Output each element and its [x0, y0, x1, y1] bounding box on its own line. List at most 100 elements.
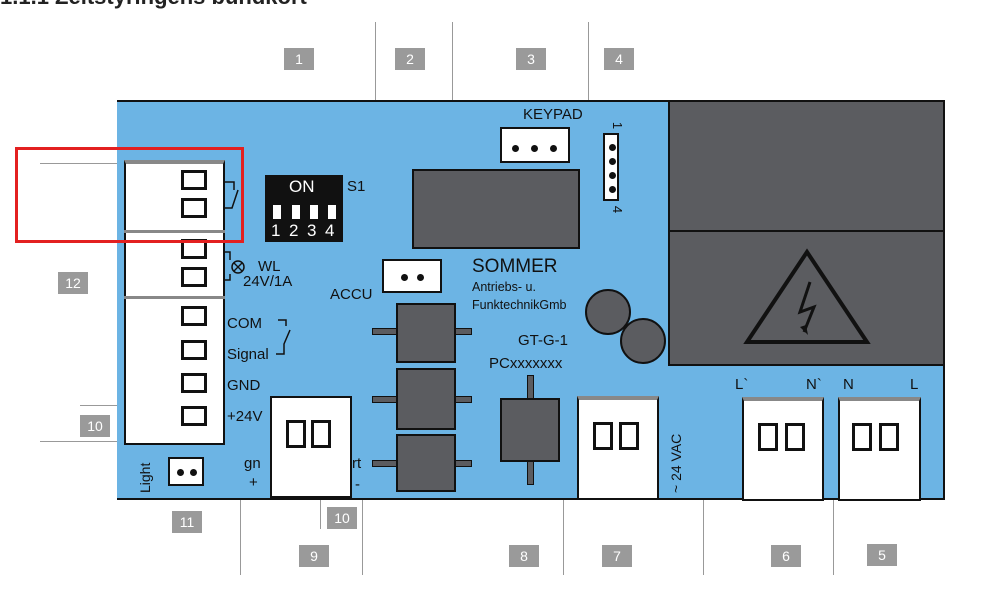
relay: [396, 368, 456, 430]
n-label: N: [843, 376, 854, 393]
terminal-label-com: COM: [227, 315, 262, 332]
terminal-block-7: [577, 396, 659, 500]
leader-line: [80, 405, 120, 406]
leader-line: [40, 163, 120, 164]
relay-contact-icon: [224, 181, 245, 281]
keypad-label: KEYPAD: [523, 106, 583, 123]
model-label: GT-G-1: [518, 332, 569, 349]
minus-label: -: [355, 476, 360, 493]
leader-line: [240, 497, 241, 575]
dip-toggle[interactable]: [273, 205, 281, 219]
terminal-label-signal: Signal: [227, 346, 269, 363]
leader-line: [452, 22, 453, 100]
terminal-screw[interactable]: [852, 423, 872, 451]
wl-label: WL: [258, 258, 281, 275]
keypad-connector[interactable]: [500, 127, 570, 163]
dip-number: 3: [307, 221, 317, 240]
high-voltage-block: [668, 230, 945, 366]
heading: 1.1.1 Zeitstyringens bundkort: [0, 0, 307, 10]
terminal-screw[interactable]: [286, 420, 306, 448]
callout-10: 10: [80, 415, 110, 437]
plus-label: +: [249, 474, 258, 491]
rt-label: rt: [352, 455, 362, 472]
terminal-label-24v: +24V: [227, 408, 263, 425]
brand-line3: FunktechnikGmb: [472, 298, 567, 312]
leader-line: [320, 497, 321, 529]
dip-toggle[interactable]: [328, 205, 336, 219]
terminal-block-9: [270, 396, 352, 498]
dip-number: 1: [271, 221, 281, 240]
callout-9: 9: [299, 545, 329, 567]
terminal-screw[interactable]: [879, 423, 899, 451]
dip-number: 4: [325, 221, 335, 240]
vac-label: ~ 24 VAC: [668, 433, 684, 493]
l-label: L: [910, 376, 919, 393]
callout-3: 3: [516, 48, 546, 70]
relay: [500, 398, 560, 462]
accu-label: ACCU: [330, 286, 373, 303]
dip-toggle[interactable]: [310, 205, 318, 219]
callout-5: 5: [867, 544, 897, 566]
highlight-box: [15, 147, 244, 243]
callout-2: 2: [395, 48, 425, 70]
terminal-block-5: [838, 397, 921, 501]
signal-switch-icon: [276, 319, 291, 355]
dip-s1-label: S1: [347, 178, 366, 195]
pin-4-label: 4: [610, 205, 626, 214]
callout-8: 8: [509, 545, 539, 567]
pin-1-label: 1: [610, 121, 626, 130]
l-prime-label: L`: [735, 376, 749, 393]
leader-line: [588, 22, 589, 100]
light-label: Light: [137, 462, 153, 493]
dip-number: 2: [289, 221, 299, 240]
terminal-screw[interactable]: [181, 406, 207, 426]
terminal-screw[interactable]: [758, 423, 778, 451]
terminal-screw[interactable]: [593, 422, 613, 450]
terminal-screw[interactable]: [181, 267, 207, 287]
callout-10b: 10: [327, 507, 357, 529]
four-pin-connector[interactable]: [603, 133, 619, 201]
terminal-screw[interactable]: [181, 306, 207, 326]
wl-rating: 24V/1A: [243, 273, 293, 290]
leader-line: [375, 22, 376, 100]
callout-1: 1: [284, 48, 314, 70]
light-connector[interactable]: [168, 457, 204, 486]
leader-line: [362, 497, 363, 575]
high-voltage-warning-icon: [743, 248, 871, 344]
main-chip: [412, 169, 580, 249]
terminal-screw[interactable]: [181, 373, 207, 393]
terminal-strip: [124, 160, 225, 445]
terminal-screw[interactable]: [181, 170, 207, 190]
callout-7: 7: [602, 545, 632, 567]
relay: [396, 434, 456, 492]
leader-line: [40, 441, 120, 442]
dip-switch-s1[interactable]: ON 1 2 3 4: [265, 175, 343, 242]
terminal-label-gnd: GND: [227, 377, 261, 394]
divider: [124, 296, 225, 299]
callout-6: 6: [771, 545, 801, 567]
callout-11: 11: [172, 511, 202, 533]
callout-12: 12: [58, 272, 88, 294]
leader-line: [833, 497, 834, 575]
dip-on-label: ON: [289, 177, 315, 196]
capacitor: [620, 318, 666, 364]
gn-label: gn: [244, 455, 261, 472]
terminal-screw[interactable]: [181, 198, 207, 218]
divider: [124, 230, 225, 233]
leader-line: [563, 497, 564, 575]
pc-label: PCxxxxxxx: [489, 355, 563, 372]
terminal-block-6: [742, 397, 824, 501]
terminal-screw[interactable]: [311, 420, 331, 448]
dip-toggle[interactable]: [292, 205, 300, 219]
transformer-block: [668, 100, 945, 232]
leader-line: [703, 497, 704, 575]
terminal-screw[interactable]: [785, 423, 805, 451]
accu-connector[interactable]: [382, 259, 442, 293]
brand-label: SOMMER: [472, 256, 558, 277]
callout-4: 4: [604, 48, 634, 70]
terminal-screw[interactable]: [181, 340, 207, 360]
relay: [396, 303, 456, 363]
n-prime-label: N`: [806, 376, 822, 393]
terminal-screw[interactable]: [619, 422, 639, 450]
